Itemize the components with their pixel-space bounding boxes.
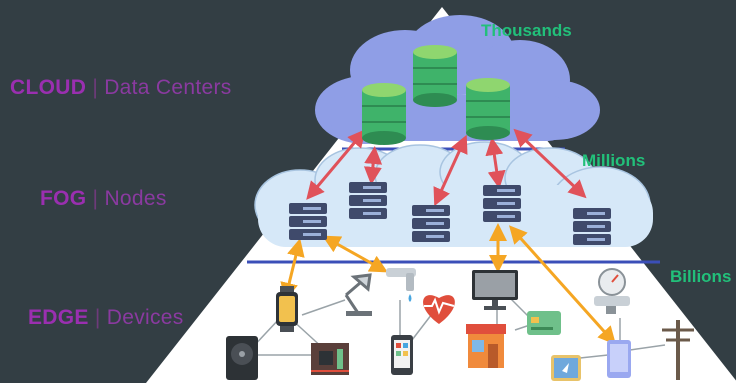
cloud-tier-label: CLOUD | Data Centers bbox=[10, 76, 232, 100]
edge-tier-separator: | bbox=[94, 306, 101, 329]
database-icon bbox=[466, 78, 510, 140]
power-pole-icon bbox=[662, 320, 694, 380]
fog-count-label: Millions bbox=[582, 151, 646, 170]
fog-tier-description: Nodes bbox=[104, 187, 167, 210]
storefront-icon bbox=[466, 324, 506, 368]
fog-tier-separator: | bbox=[92, 187, 99, 210]
credit-card-icon bbox=[527, 311, 561, 335]
server-icon bbox=[289, 203, 327, 240]
hard-drive-icon bbox=[226, 336, 258, 380]
pressure-gauge-icon bbox=[594, 268, 630, 314]
cloud-tier-description: Data Centers bbox=[104, 76, 232, 99]
heart-monitor-icon bbox=[423, 295, 455, 324]
server-icon bbox=[349, 182, 387, 219]
desk-lamp-icon bbox=[344, 273, 372, 316]
edge-tier-name: EDGE bbox=[28, 306, 89, 329]
server-icon bbox=[573, 208, 611, 245]
fog-tier-name: FOG bbox=[40, 187, 87, 210]
cloud-count-label: Thousands bbox=[481, 21, 572, 40]
cloud-fog-arrows bbox=[306, 128, 587, 207]
smartphone-icon bbox=[607, 340, 631, 378]
server-icon bbox=[483, 185, 521, 222]
server-icon bbox=[412, 205, 450, 242]
smartwatch-icon bbox=[276, 286, 298, 332]
cloud-tier-separator: | bbox=[92, 76, 99, 99]
circuit-board-icon bbox=[311, 343, 349, 375]
fog-tier-label: FOG | Nodes bbox=[40, 187, 167, 211]
edge-tier-label: EDGE | Devices bbox=[28, 306, 184, 330]
cloud-tier-name: CLOUD bbox=[10, 76, 87, 99]
smartphone-icon bbox=[391, 335, 413, 375]
edge-count-label: Billions bbox=[670, 267, 732, 286]
database-icon bbox=[362, 83, 406, 145]
fog-edge-arrows bbox=[280, 223, 617, 345]
tablet-icon bbox=[551, 355, 581, 381]
faucet-icon bbox=[386, 268, 416, 302]
monitor-icon bbox=[472, 270, 518, 310]
edge-tier-description: Devices bbox=[106, 306, 184, 329]
database-icon bbox=[413, 45, 457, 107]
